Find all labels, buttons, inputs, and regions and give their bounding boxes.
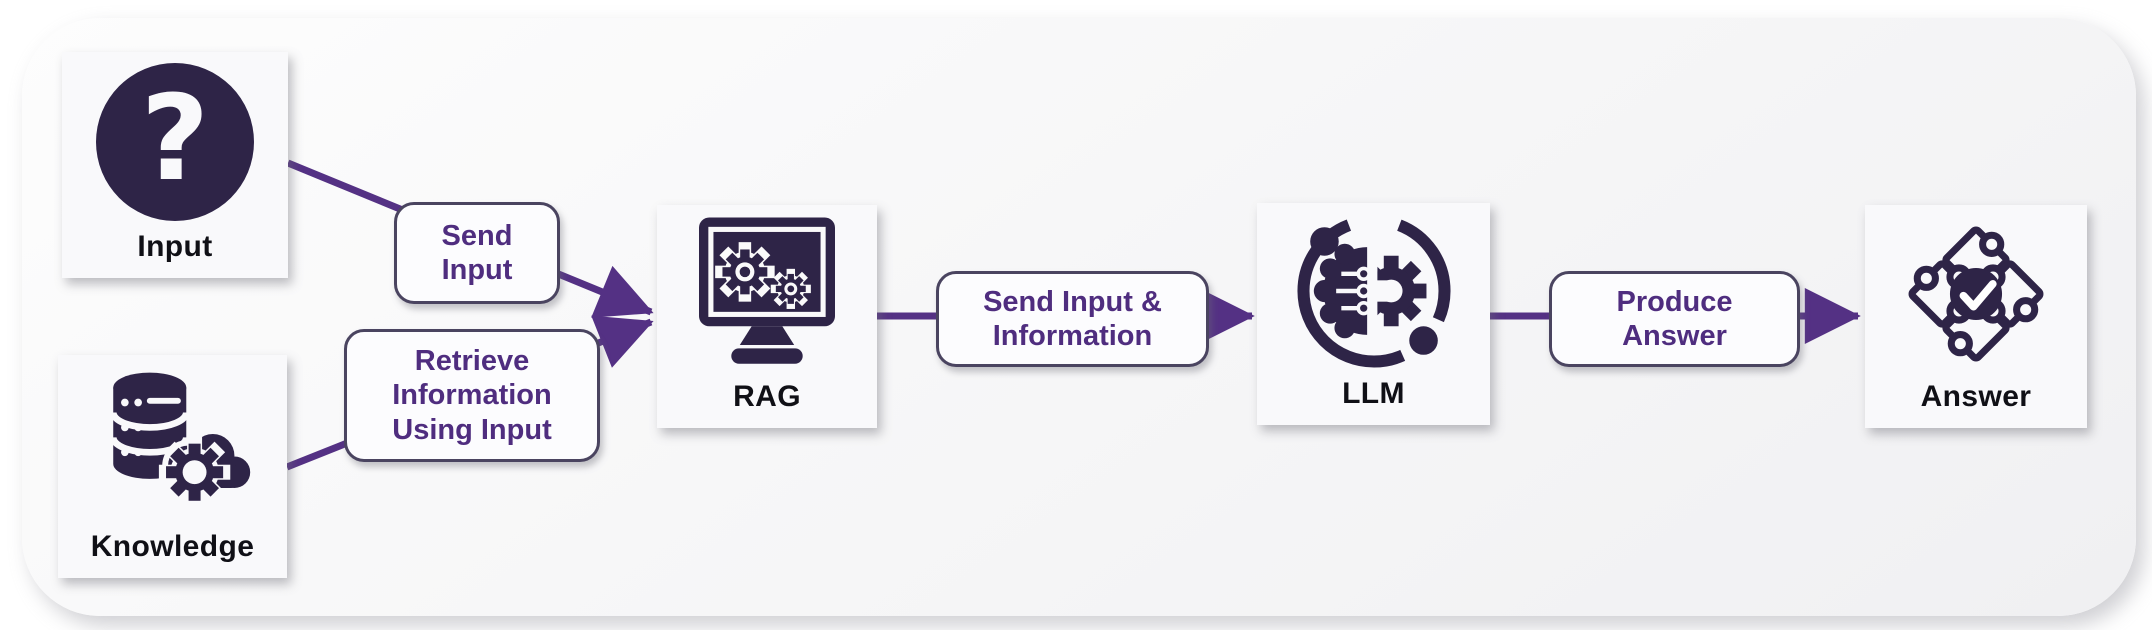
- node-label: Knowledge: [90, 530, 255, 563]
- connector-pill-send-input-information: Send Input & Information: [936, 271, 1209, 367]
- connector-pill-send-input: Send Input: [394, 202, 560, 304]
- node-label: RAG: [733, 380, 801, 413]
- monitor-gears-icon: [699, 217, 835, 364]
- node-rag: RAG: [657, 205, 877, 428]
- node-label: Input: [137, 230, 213, 263]
- connector-label: Send Input: [441, 219, 513, 286]
- node-knowledge: Knowledge: [58, 355, 287, 578]
- brain-gear-orbit-icon: [1296, 214, 1451, 368]
- node-label: LLM: [1342, 377, 1405, 410]
- node-label: Answer: [1920, 380, 2032, 413]
- connector-label: Retrieve Information Using Input: [392, 345, 552, 446]
- connector-pill-retrieve-information: Retrieve Information Using Input: [344, 329, 600, 462]
- question-mark-icon: ?: [62, 52, 288, 232]
- connector-label: Send Input & Information: [983, 285, 1162, 352]
- connector-pill-produce-answer: Produce Answer: [1549, 271, 1800, 367]
- node-input: ? Input: [62, 52, 288, 278]
- question-glyph: ?: [140, 69, 210, 207]
- node-answer: Answer: [1865, 205, 2087, 428]
- node-llm: LLM: [1257, 203, 1490, 425]
- database-cloud-gear-icon: [109, 372, 256, 508]
- puzzle-check-icon: [1908, 226, 2044, 361]
- connector-label: Produce Answer: [1616, 285, 1733, 352]
